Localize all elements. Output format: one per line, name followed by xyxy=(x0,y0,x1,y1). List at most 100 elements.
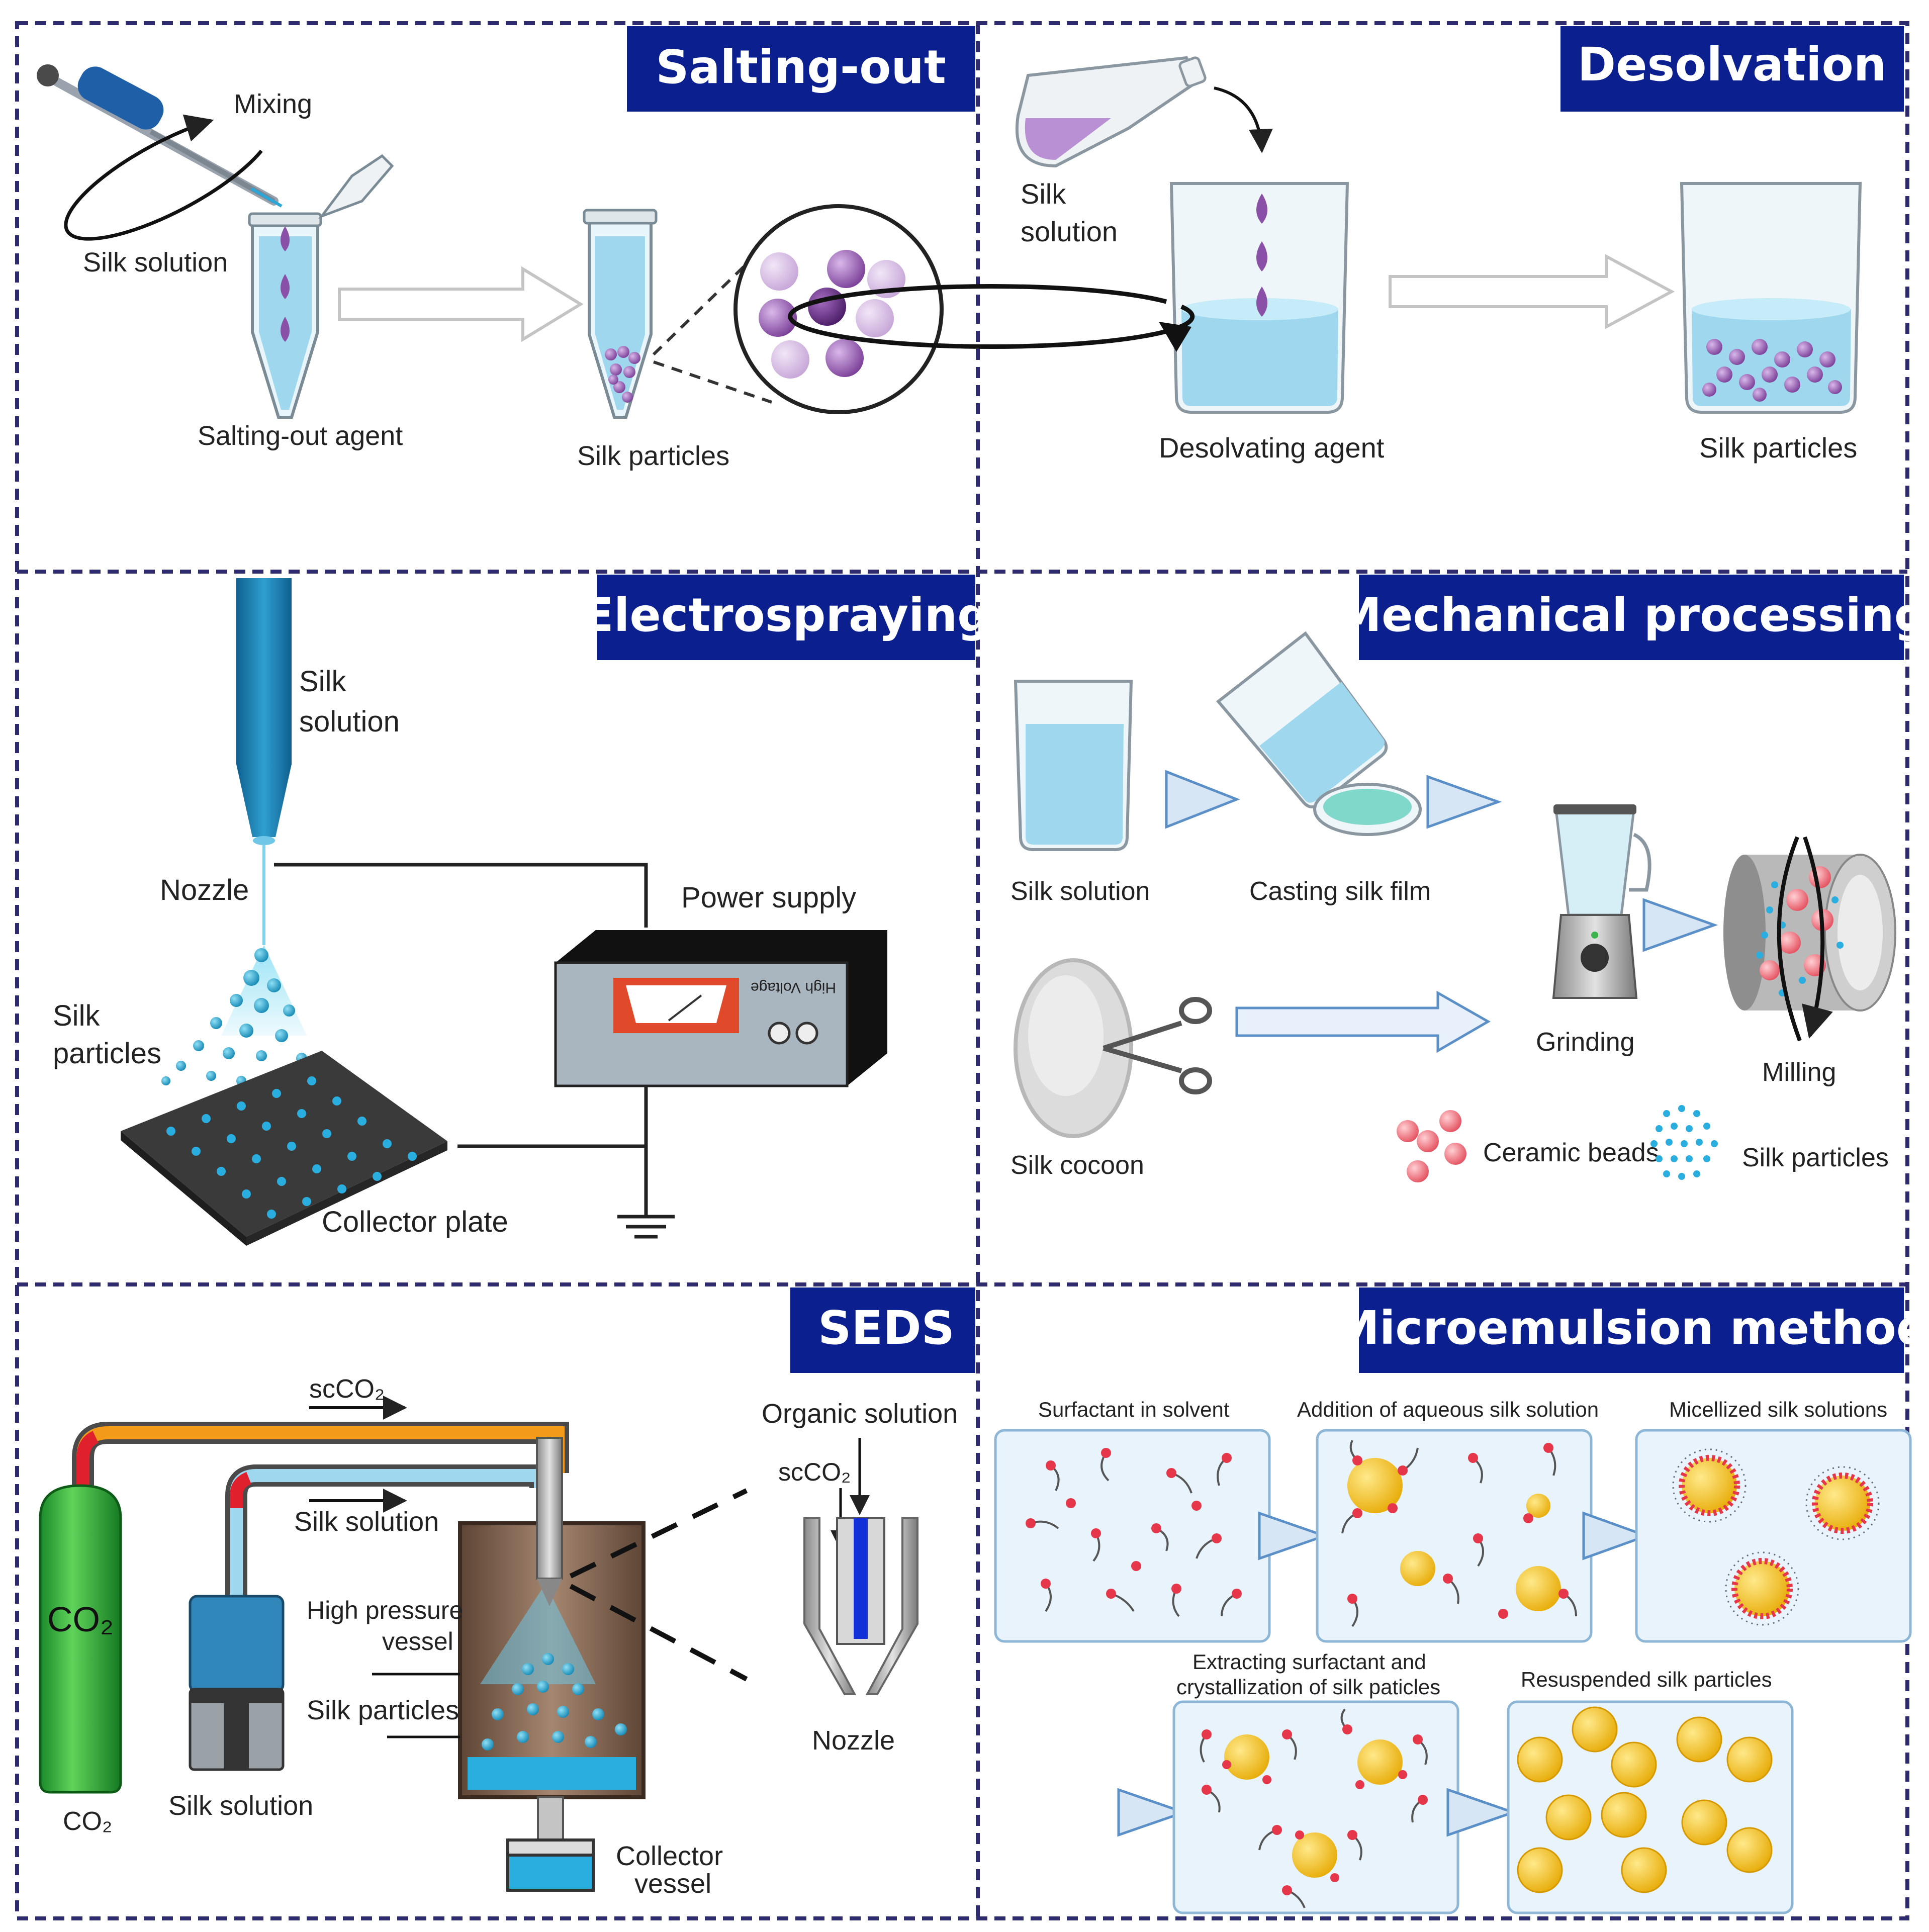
process-arrow xyxy=(1389,253,1675,330)
casting-icon xyxy=(1216,631,1422,836)
casting-label: Casting silk film xyxy=(1249,877,1431,906)
desolv-particles-label: Silk particles xyxy=(1699,432,1857,464)
power-supply-device: High Voltage xyxy=(554,930,887,1087)
title-electrospraying: Electrospraying xyxy=(582,575,990,660)
grinding-label: Grinding xyxy=(1536,1028,1635,1057)
silk-particles-label: Silk particles xyxy=(577,441,729,471)
desolv-silk-line1: Silk xyxy=(1021,178,1066,210)
beaker-desolvating xyxy=(788,182,1349,414)
zoom-circle xyxy=(652,204,944,414)
vessel-line1: High pressure xyxy=(307,1596,463,1624)
seds-silk-line-label: Silk solution xyxy=(294,1507,439,1537)
silk-particles-icon xyxy=(1650,1105,1718,1180)
step1-label: Surfactant in solvent xyxy=(1038,1398,1230,1421)
process-arrow xyxy=(1235,990,1491,1053)
panel-electrospraying: Silk solution Nozzle Silk particles xyxy=(53,578,887,1246)
mixing-arrow-icon xyxy=(64,114,263,241)
beaker-silk-particles xyxy=(1680,182,1862,414)
milling-label: Milling xyxy=(1762,1058,1836,1087)
step3-box xyxy=(1635,1429,1912,1643)
step2-box xyxy=(1316,1429,1593,1643)
nozzle-label: Nozzle xyxy=(160,874,249,906)
vessel-line2: vessel xyxy=(382,1627,453,1655)
panel-mechanical: Silk solution Casting silk film Grinding xyxy=(1011,631,1896,1182)
salting-agent-label: Salting-out agent xyxy=(198,421,403,451)
triangle-arrow xyxy=(1642,898,1718,952)
sco2-nozzle-label: scCO₂ xyxy=(778,1458,851,1486)
es-silk-line2: solution xyxy=(299,705,400,738)
title-mechanical-text: Mechanical processing xyxy=(1335,588,1927,642)
title-salting-out: Salting-out xyxy=(627,26,975,112)
title-seds: SEDS xyxy=(790,1287,975,1373)
process-arrow xyxy=(338,266,584,342)
desolvating-agent-label: Desolvating agent xyxy=(1159,432,1385,464)
triangle-arrow xyxy=(1117,1788,1188,1837)
tube-salting-agent xyxy=(248,154,394,419)
title-seds-text: SEDS xyxy=(818,1301,955,1355)
triangle-arrow xyxy=(1258,1511,1329,1560)
title-microemulsion-text: Microemulsion method xyxy=(1333,1301,1929,1355)
triangle-arrow xyxy=(1165,770,1240,829)
step5-box xyxy=(1507,1700,1794,1914)
ceramic-beads-icon xyxy=(1397,1110,1466,1182)
title-electrospraying-text: Electrospraying xyxy=(582,588,990,642)
panel-desolvation: Silk solution Desolvating agent xyxy=(788,56,1862,464)
mech-particles-label: Silk particles xyxy=(1742,1143,1889,1172)
step1-box xyxy=(994,1429,1271,1643)
es-particles-line2: particles xyxy=(53,1037,161,1070)
silk-pipe xyxy=(225,1464,552,1599)
scissors-icon xyxy=(1103,997,1212,1094)
title-mechanical: Mechanical processing xyxy=(1335,575,1927,660)
step4-label-line2: crystallization of silk paticles xyxy=(1176,1675,1440,1699)
step5-label: Resuspended silk particles xyxy=(1521,1668,1772,1691)
seds-particles-label: Silk particles xyxy=(307,1695,459,1725)
seds-nozzle-label: Nozzle xyxy=(812,1725,895,1756)
es-particles-line1: Silk xyxy=(53,999,100,1032)
organic-solution-label: Organic solution xyxy=(762,1399,958,1429)
collector-line2: vessel xyxy=(634,1869,711,1899)
ceramic-beads-label: Ceramic beads xyxy=(1483,1138,1659,1167)
co2-tank-icon: CO₂ xyxy=(39,1484,122,1794)
syringe-nozzle-icon xyxy=(236,578,292,845)
step2-label: Addition of aqueous silk solution xyxy=(1297,1398,1599,1421)
collector-plate-label: Collector plate xyxy=(322,1206,508,1238)
pipette-icon xyxy=(37,64,283,208)
high-pressure-vessel xyxy=(458,1437,646,1892)
title-microemulsion: Microemulsion method xyxy=(1333,1287,1929,1373)
pour-arrow-icon xyxy=(1214,86,1273,153)
step3-label: Micellized silk solutions xyxy=(1669,1398,1887,1421)
triangle-arrow xyxy=(1446,1788,1517,1837)
title-desolvation: Desolvation xyxy=(1560,26,1904,112)
co2-pipe xyxy=(72,1422,569,1486)
collector-plate xyxy=(121,1051,447,1246)
device-label: High Voltage xyxy=(751,979,836,996)
power-supply-label: Power supply xyxy=(681,881,856,914)
co2-tank-text: CO₂ xyxy=(47,1600,114,1639)
desolv-silk-line2: solution xyxy=(1021,216,1118,247)
tube-silk-particles xyxy=(583,209,658,419)
pump-label: Silk solution xyxy=(168,1791,313,1821)
nozzle-detail-icon xyxy=(803,1517,918,1695)
blender-icon xyxy=(1552,804,1651,999)
pouring-flask-icon xyxy=(1015,56,1207,168)
step4-box xyxy=(1172,1700,1459,1914)
step4-label-line1: Extracting surfactant and xyxy=(1192,1650,1426,1674)
cocoon-icon xyxy=(1014,958,1133,1138)
spray-plume xyxy=(161,845,307,1086)
triangle-arrow xyxy=(1582,1511,1650,1560)
triangle-arrow xyxy=(1426,775,1502,829)
pump-icon xyxy=(189,1595,285,1771)
beaker-silk-solution xyxy=(1014,680,1133,851)
sco2-top-label: scCO₂ xyxy=(309,1374,385,1404)
mech-silk-solution-label: Silk solution xyxy=(1011,877,1150,906)
silk-solution-label: Silk solution xyxy=(83,247,228,278)
title-salting-out-text: Salting-out xyxy=(656,40,946,94)
es-silk-line1: Silk xyxy=(299,665,346,698)
cocoon-label: Silk cocoon xyxy=(1011,1151,1144,1180)
circuit-wires xyxy=(274,863,675,1239)
co2-bottom-label: CO₂ xyxy=(63,1807,112,1836)
collector-line1: Collector xyxy=(616,1841,723,1871)
panel-dividers xyxy=(15,21,1909,1920)
